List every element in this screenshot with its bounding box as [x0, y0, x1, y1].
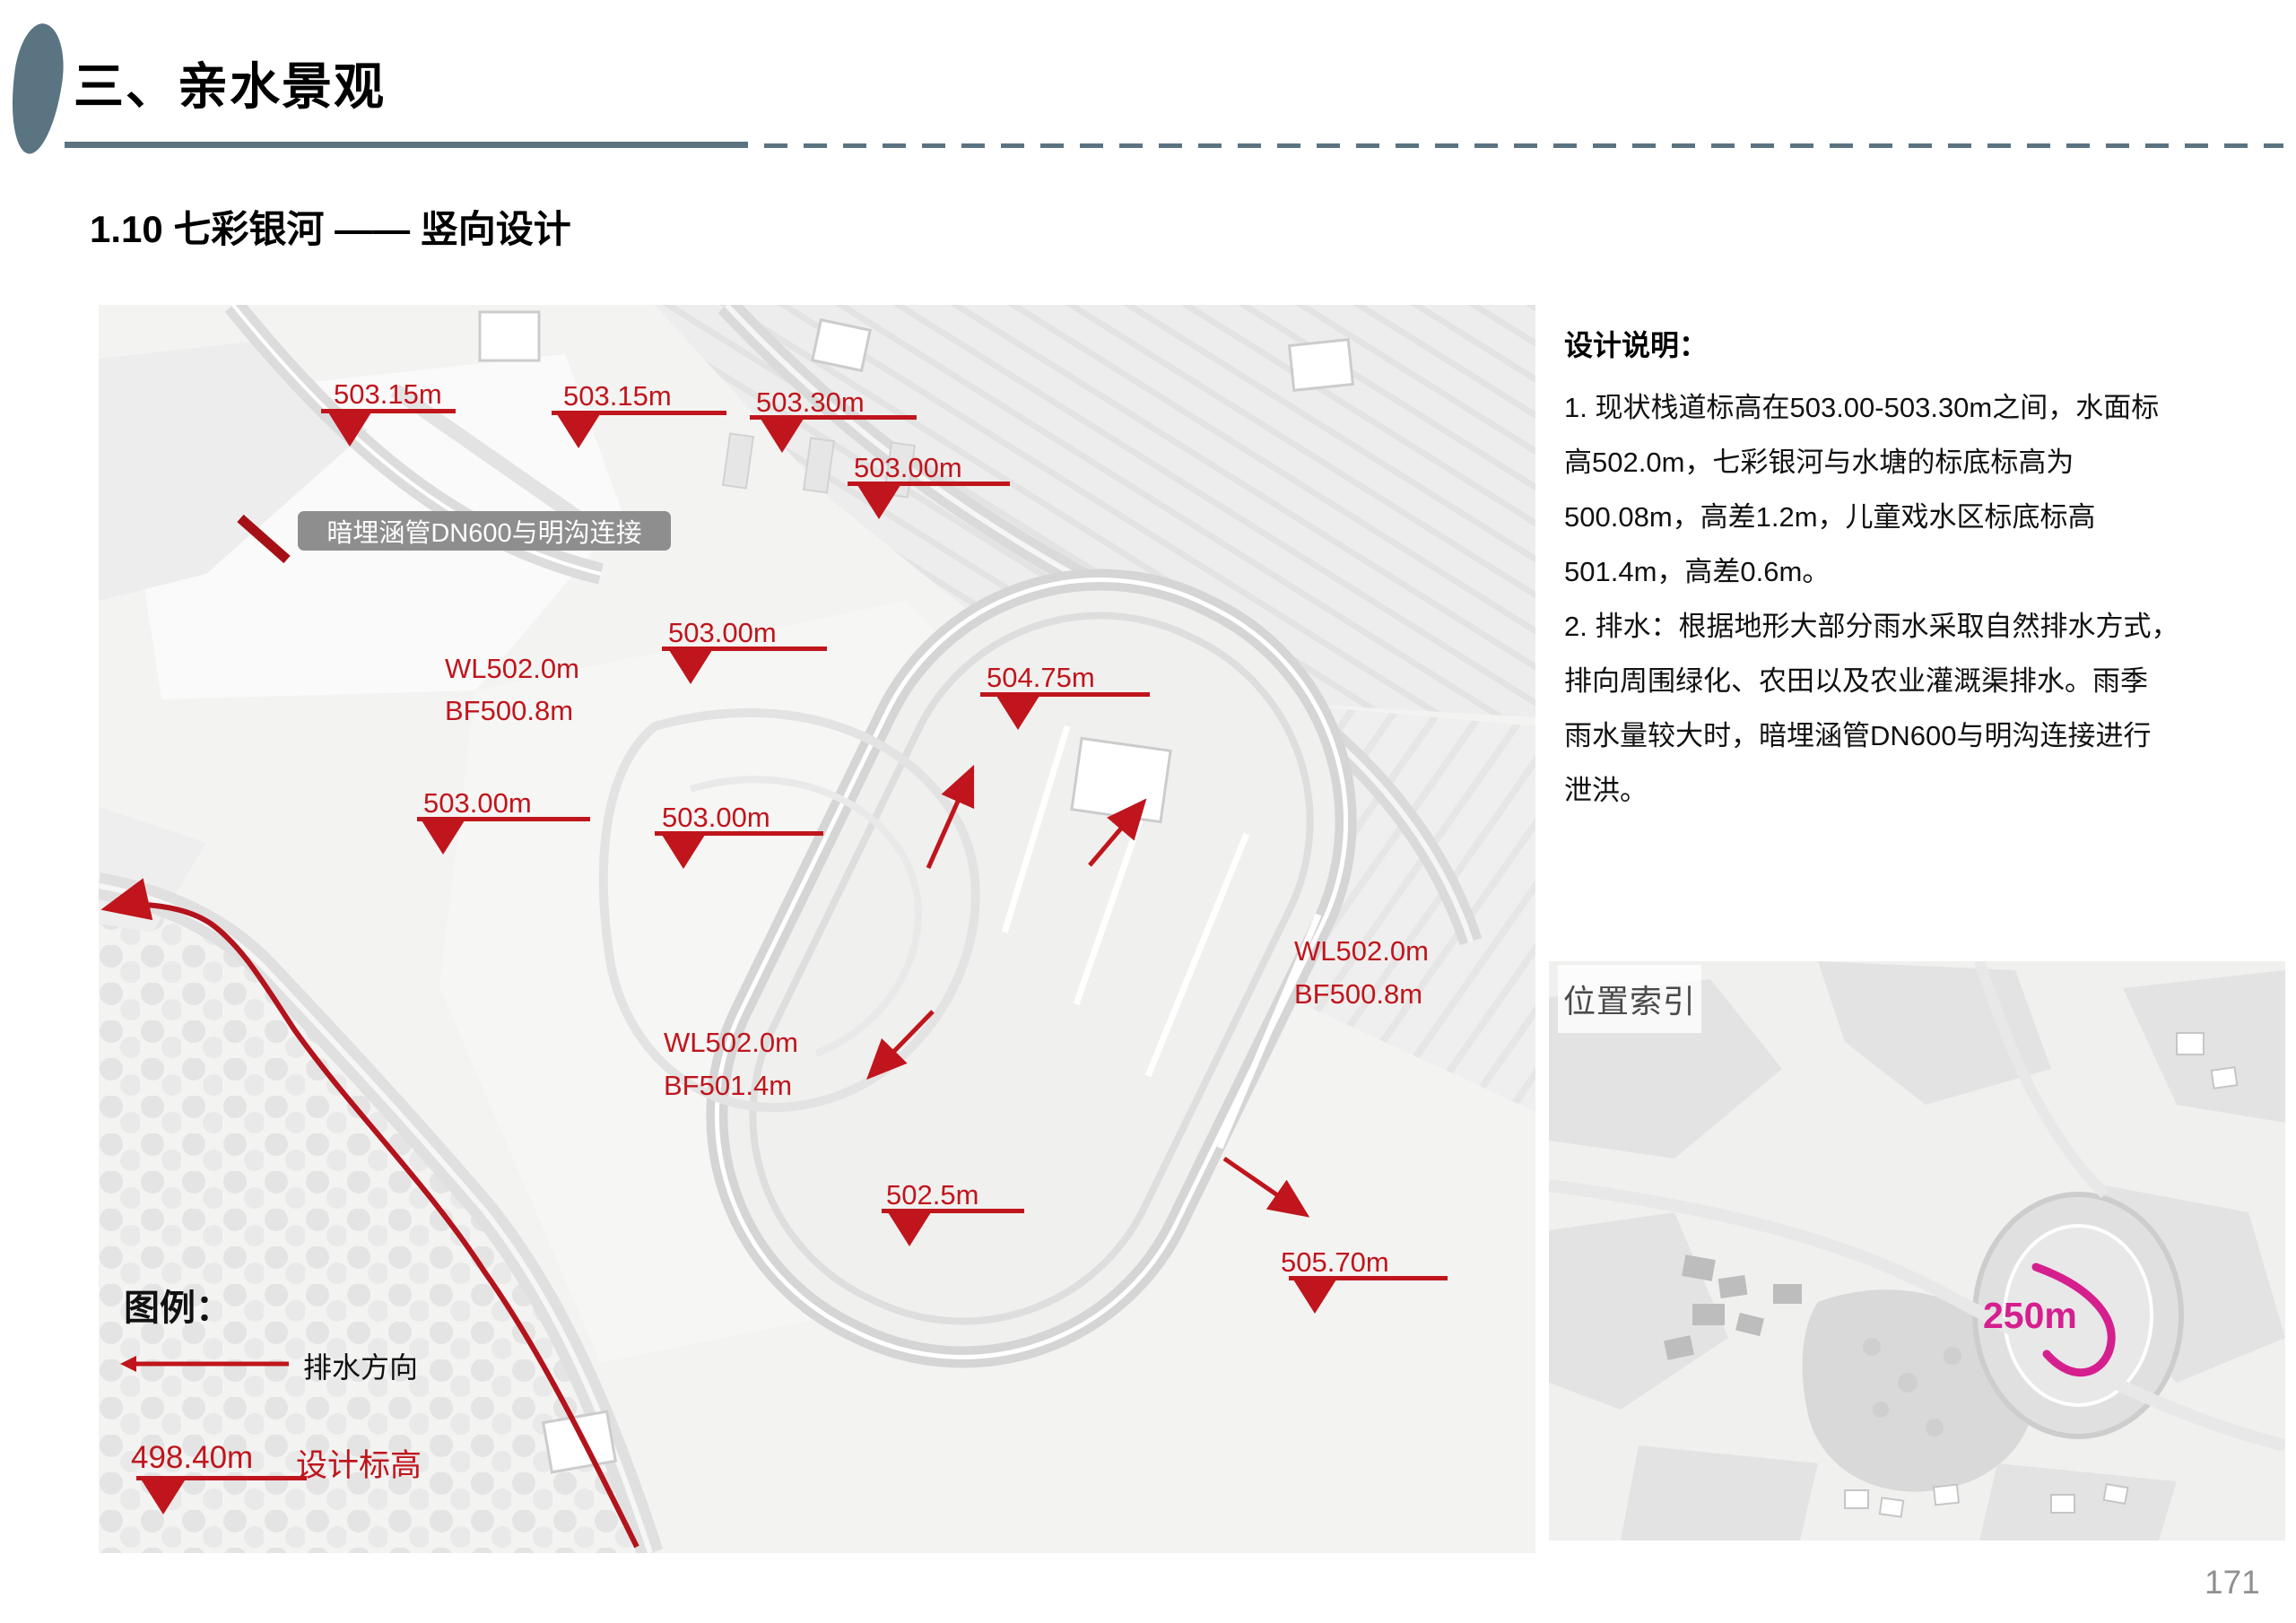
legend-elevation-value: 498.40m — [131, 1440, 254, 1475]
elevation-leader-line — [321, 409, 456, 413]
index-panel-title-box: 位置索引 — [1558, 965, 1701, 1033]
elevation-label: 502.5m — [886, 1179, 979, 1211]
design-note-line: 500.08m，高差1.2m，儿童戏水区标底标高 — [1564, 501, 2096, 533]
elevation-triangle-icon — [328, 412, 371, 447]
design-note-line: 高502.0m，七彩银河与水塘的标底标高为 — [1564, 447, 2074, 478]
water-level-label: WL502.0m — [1294, 935, 1429, 967]
elevation-leader-line — [980, 692, 1150, 697]
elevation-leader-line — [848, 482, 1010, 486]
page-number: 171 — [2205, 1564, 2260, 1601]
index-panel-title: 位置索引 — [1562, 983, 1696, 1020]
elevation-triangle-icon — [557, 414, 600, 448]
drain-direction-arrow — [120, 1356, 289, 1372]
distance-label: 250m — [1983, 1295, 2077, 1336]
elevation-triangle-icon — [996, 696, 1039, 730]
elevation-triangle-icon — [422, 820, 465, 855]
legend-elevation-label: 设计标高 — [296, 1448, 422, 1483]
elevation-triangle-icon — [142, 1480, 185, 1515]
index-aerial-imagery — [1549, 961, 2285, 1541]
elevation-leader-line — [552, 411, 726, 415]
header-rule — [65, 142, 748, 148]
elevation-triangle-icon — [662, 835, 705, 869]
design-note-line: 泄洪。 — [1564, 775, 1648, 806]
elevation-triangle-icon — [669, 650, 712, 684]
elevation-leader-line — [1289, 1276, 1448, 1280]
design-note-line: 雨水量较大时，暗埋涵管DN600与明沟连接进行 — [1564, 720, 2152, 751]
water-level-label: BF500.8m — [445, 695, 574, 726]
culvert-callout-label: 暗埋涵管DN600与明沟连接 — [326, 519, 642, 548]
design-note-line: 1. 现状栈道标高在503.00-503.30m之间，水面标 — [1564, 392, 2160, 423]
elevation-triangle-icon — [761, 419, 804, 453]
elevation-leader-line — [417, 817, 590, 821]
design-note-line: 2. 排水：根据地形大部分雨水采取自然排水方式， — [1564, 611, 2179, 642]
page-title: 三、亲水景观 — [74, 58, 386, 115]
water-level-label: BF500.8m — [1294, 978, 1423, 1010]
scale-arc — [2031, 1263, 2116, 1377]
elevation-leader-line — [655, 831, 823, 836]
elevation-leader-line — [662, 647, 827, 651]
elevation-label: 505.70m — [1281, 1246, 1389, 1278]
design-notes-title: 设计说明： — [1564, 329, 1709, 361]
legend-elevation-line — [136, 1476, 307, 1480]
water-level-label: WL502.0m — [445, 653, 579, 684]
section-blob-logo — [4, 20, 70, 158]
elevation-label: 503.00m — [668, 617, 777, 648]
elevation-label: 503.00m — [662, 802, 770, 833]
elevation-leader-line — [750, 415, 917, 420]
elevation-triangle-icon — [857, 485, 900, 519]
site-plan-map: 503.15m 503.15m 503.30m 503.00m 503.00m 504.7… — [99, 305, 1535, 1553]
elevation-label: 503.30m — [756, 386, 865, 418]
elevation-label: 503.15m — [334, 378, 442, 410]
design-note-line: 排向周围绿化、农田以及农业灌溉渠排水。雨季 — [1564, 665, 2148, 697]
slide-subtitle: 1.10 七彩银河 —— 竖向设计 — [90, 208, 571, 250]
location-index-panel: 位置索引 250m — [1549, 961, 2285, 1541]
design-notes: 设计说明： 1. 现状栈道标高在503.00-503.30m之间，水面标高502… — [1564, 323, 2282, 818]
elevation-label: 504.75m — [987, 662, 1095, 693]
design-notes-body: 1. 现状栈道标高在503.00-503.30m之间，水面标高502.0m，七彩… — [1564, 380, 2282, 818]
elevation-label: 503.15m — [563, 380, 672, 412]
water-level-label: BF501.4m — [664, 1070, 793, 1101]
culvert-callout: 暗埋涵管DN600与明沟连接 — [298, 511, 671, 551]
elevation-triangle-icon — [1293, 1280, 1336, 1314]
header-rule-dashed — [764, 143, 2283, 148]
elevation-leader-line — [882, 1209, 1024, 1213]
elevation-label: 503.00m — [423, 787, 532, 819]
elevation-label: 503.00m — [854, 452, 962, 483]
elevation-triangle-icon — [888, 1212, 931, 1246]
legend-drain-label: 排水方向 — [303, 1351, 419, 1384]
design-note-line: 501.4m，高差0.6m。 — [1564, 556, 1831, 587]
water-level-label: WL502.0m — [664, 1027, 798, 1058]
legend-title: 图例： — [124, 1289, 231, 1328]
